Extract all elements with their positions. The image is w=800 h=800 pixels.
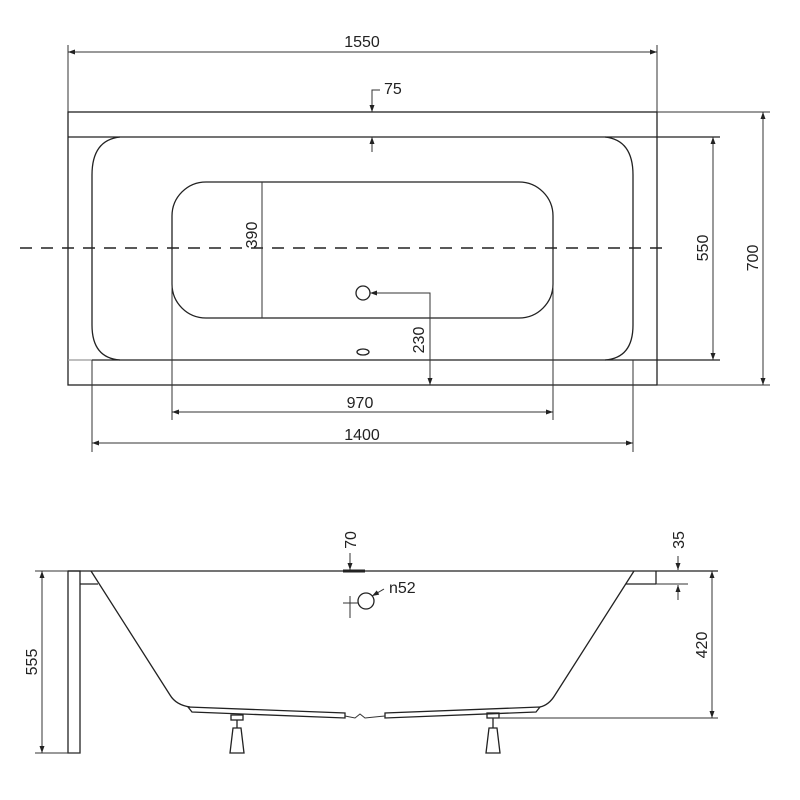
- dimension-label: 555: [24, 649, 41, 676]
- dimension-drain-offset: 230: [370, 290, 433, 385]
- side-panel: [67, 570, 81, 754]
- overflow-icon: [357, 592, 375, 610]
- dimension-basin-width: 390: [244, 182, 263, 318]
- dimension-label: 390: [244, 222, 261, 249]
- dimension-label: 1550: [344, 34, 380, 51]
- dimension-basin-length: 970: [171, 250, 554, 420]
- top-view: 1550 75 390 230: [20, 34, 770, 452]
- dimension-drain-position: 70: [343, 531, 365, 573]
- dimension-label: 70: [343, 531, 360, 549]
- dimension-label: 35: [671, 531, 688, 549]
- dimension-label: 230: [411, 327, 428, 354]
- dimension-rim-offset: 75: [369, 81, 402, 152]
- dimension-label: 1400: [344, 427, 380, 444]
- drain-icon: [355, 285, 371, 301]
- dimension-rim-thickness: 35: [656, 531, 688, 600]
- dimension-inner-length: 1400: [91, 360, 634, 452]
- dimension-label: 970: [347, 395, 374, 412]
- dimension-total-height: 555: [24, 570, 80, 754]
- side-view: 555 70 n52 35 420: [24, 531, 718, 754]
- dimension-label: n52: [389, 580, 416, 597]
- dimension-label: 700: [745, 245, 762, 272]
- dimension-overall-length: 1550: [67, 34, 658, 112]
- tub-body: [90, 570, 635, 708]
- dimension-inner-width: 550: [695, 137, 716, 360]
- dimension-label: 420: [694, 632, 711, 659]
- base-plate-left: [186, 706, 346, 719]
- leg-left: [229, 714, 245, 754]
- tub-basin: [171, 181, 554, 319]
- dimension-label: 75: [384, 81, 402, 98]
- leg-right: [485, 712, 501, 754]
- dimension-depth: 420: [490, 571, 718, 719]
- dimension-label: 550: [695, 235, 712, 262]
- overflow-icon: [356, 348, 370, 356]
- base-plate-right: [384, 706, 542, 719]
- overflow-callout: n52: [343, 580, 416, 618]
- tub-inner-outline: [91, 136, 634, 361]
- dimension-overall-width: 700: [657, 111, 770, 386]
